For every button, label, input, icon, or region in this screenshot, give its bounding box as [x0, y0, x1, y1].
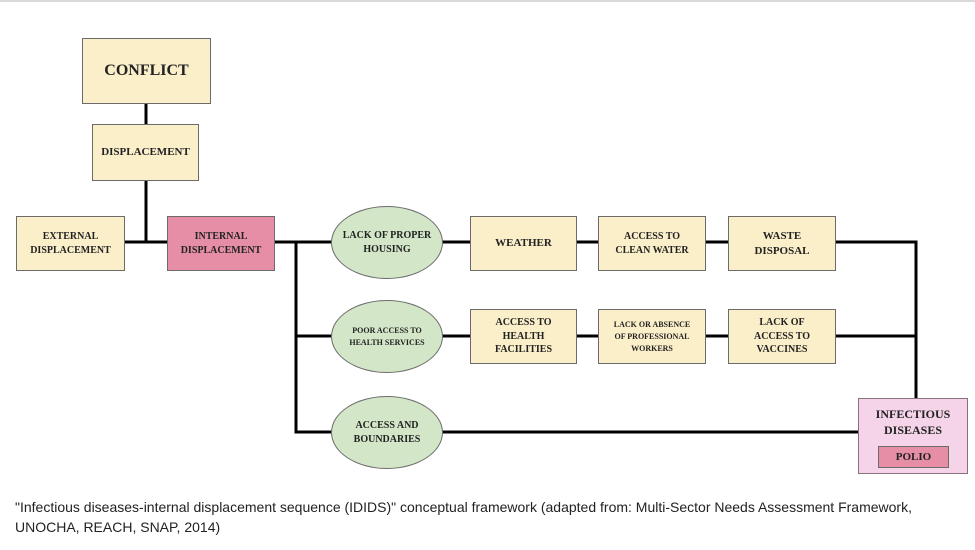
node-infectious-diseases: INFECTIOUS DISEASES: [858, 398, 968, 474]
node-lack-of-access-to-vaccines: LACK OF ACCESS TO VACCINES: [728, 309, 836, 364]
node-internal-displacement: INTERNAL DISPLACEMENT: [167, 216, 275, 271]
node-waste-disposal: WASTE DISPOSAL: [728, 216, 836, 271]
node-lack-of-proper-housing: LACK OF PROPER HOUSING: [331, 206, 443, 279]
node-poor-access-to-health-services: POOR ACCESS TO HEALTH SERVICES: [331, 300, 443, 373]
node-displacement: DISPLACEMENT: [92, 124, 199, 181]
node-access-and-boundaries: ACCESS AND BOUNDARIES: [331, 396, 443, 469]
figure-caption: "Infectious diseases-internal displaceme…: [15, 499, 912, 535]
node-access-to-clean-water: ACCESS TO CLEAN WATER: [598, 216, 706, 271]
node-external-displacement: EXTERNAL DISPLACEMENT: [16, 216, 125, 271]
node-polio: POLIO: [878, 446, 949, 468]
node-conflict: CONFLICT: [82, 38, 211, 104]
infectious-diseases-label: INFECTIOUS DISEASES: [875, 407, 951, 437]
node-weather: WEATHER: [470, 216, 577, 271]
node-lack-of-professional-workers: LACK OR ABSENCE OF PROFESSIONAL WORKERS: [598, 309, 706, 364]
top-divider: [0, 0, 975, 2]
node-access-to-health-facilities: ACCESS TO HEALTH FACILITIES: [470, 309, 577, 364]
